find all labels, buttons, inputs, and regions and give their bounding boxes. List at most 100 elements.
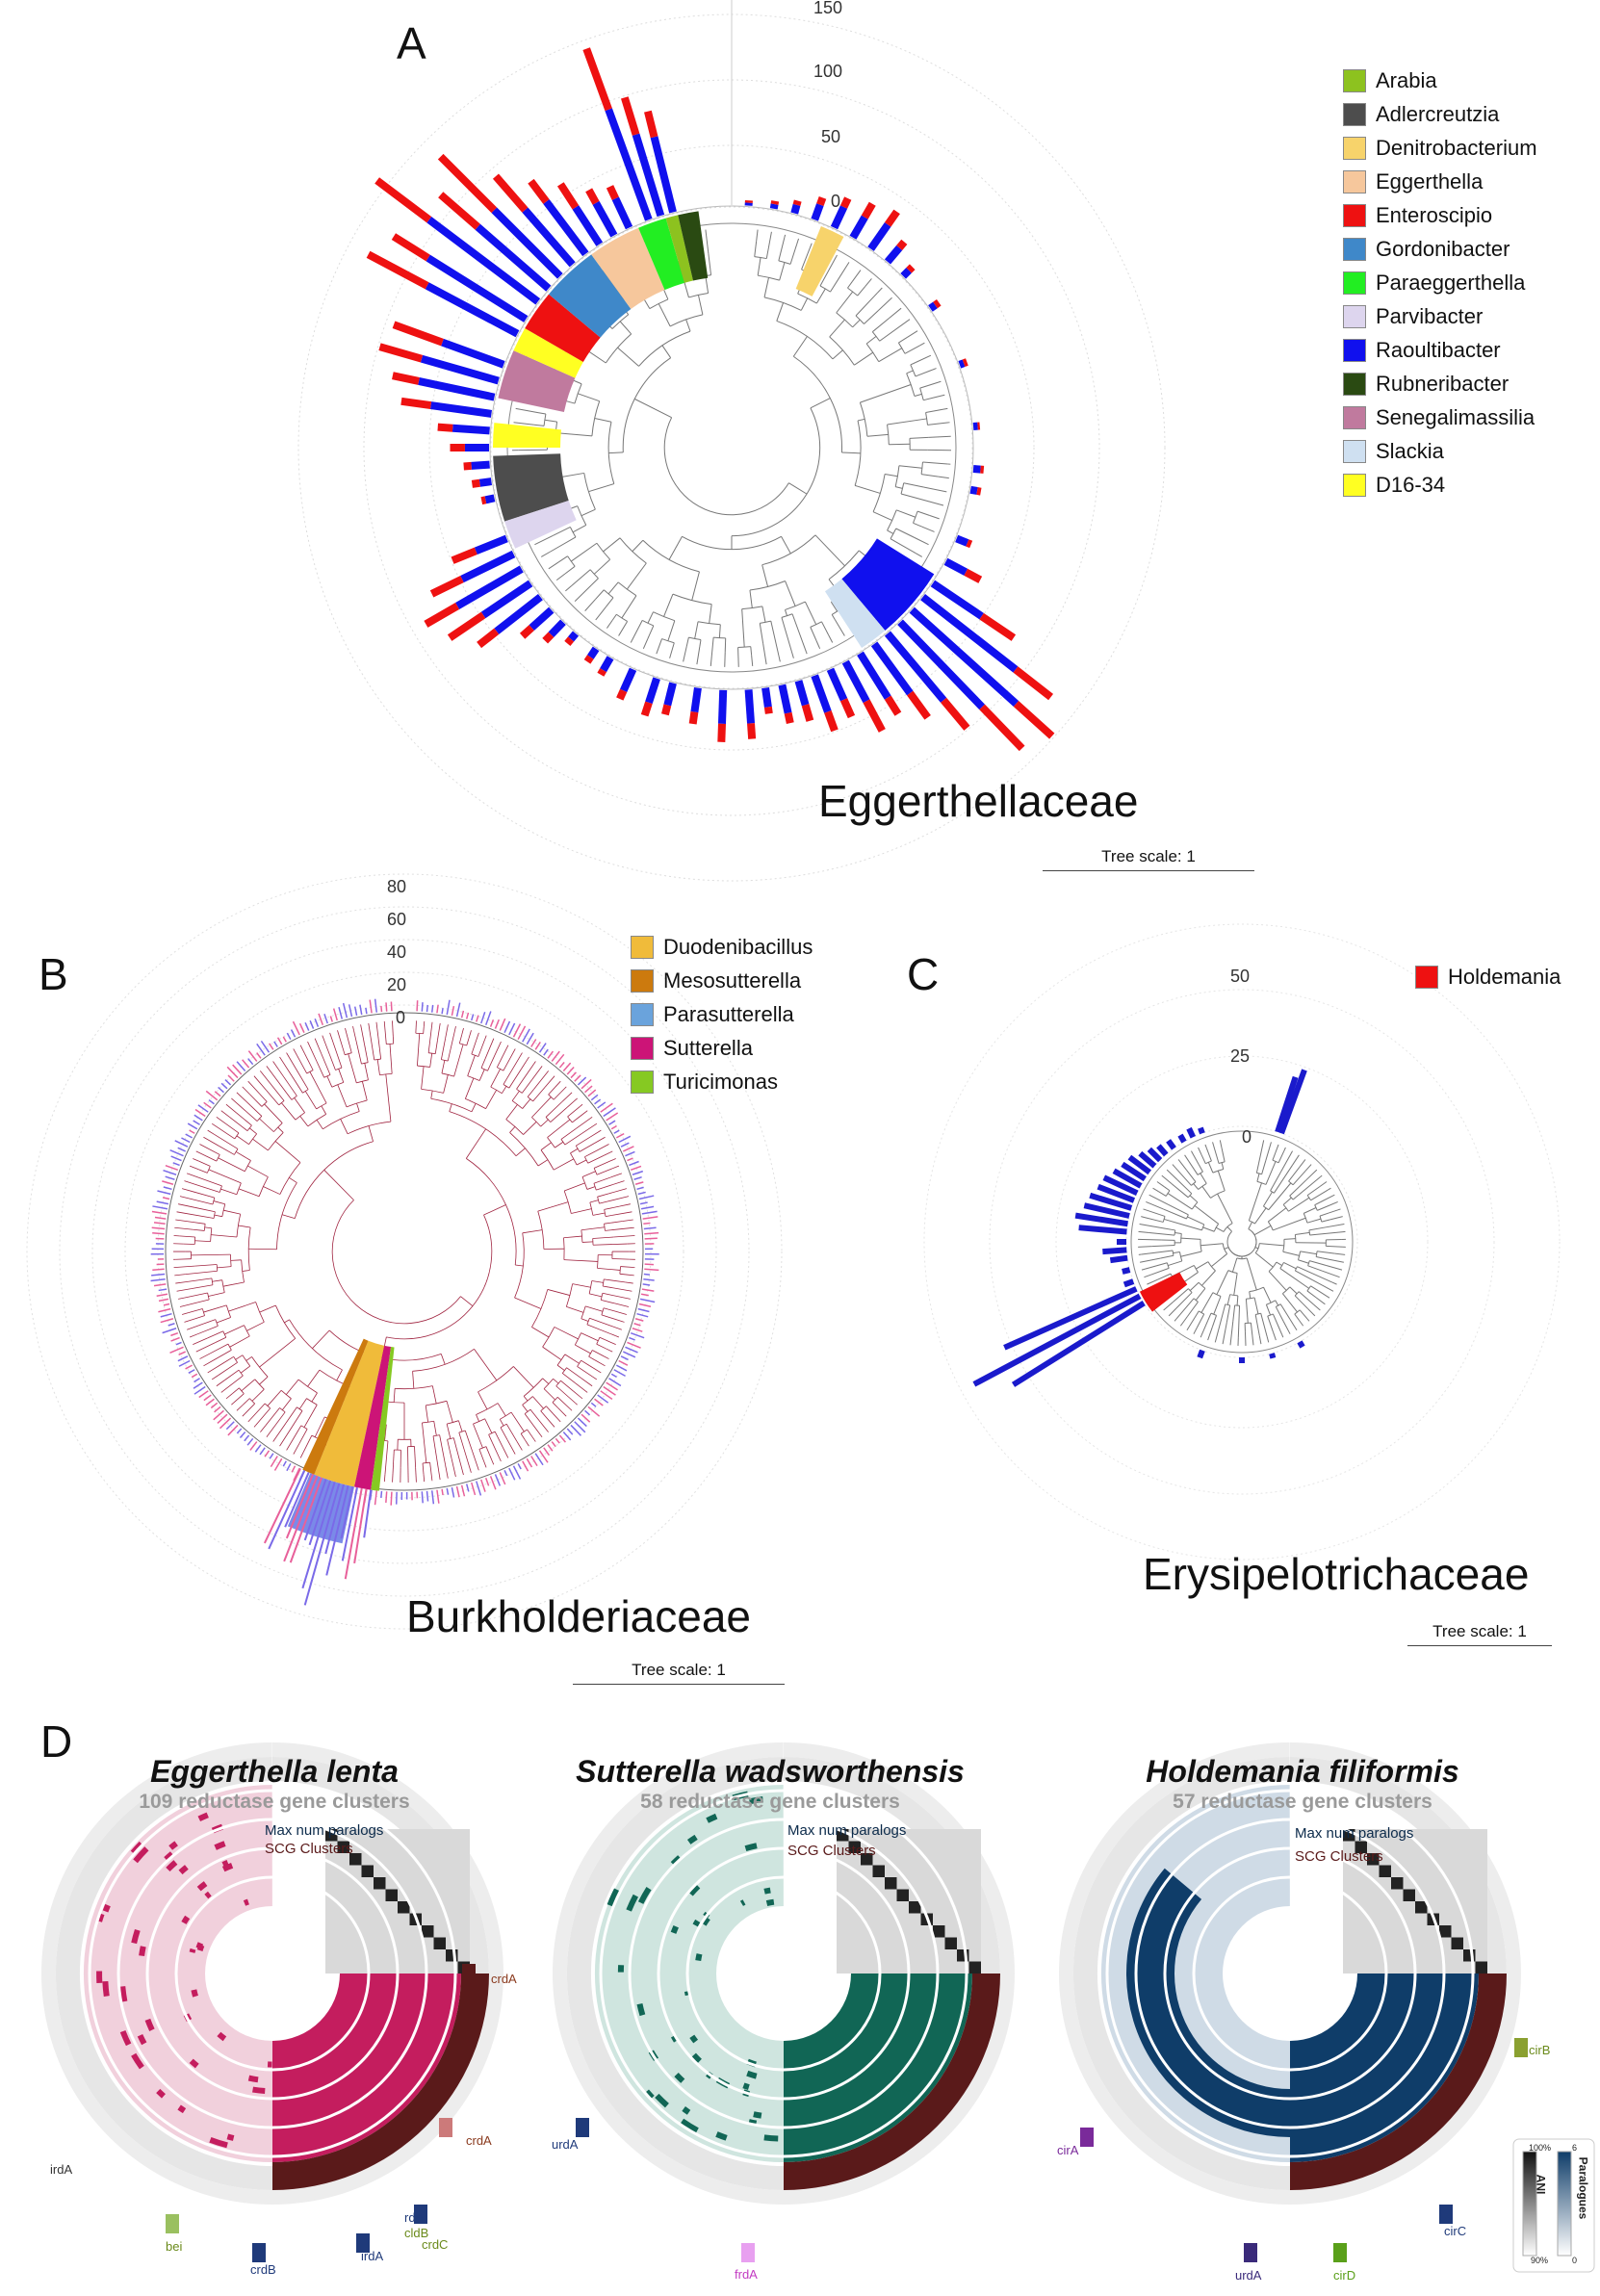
bar-reductase-count <box>1097 1183 1136 1203</box>
tree-branch <box>889 307 902 320</box>
tree-branch <box>1246 1257 1257 1291</box>
legend-item: Sutterella <box>631 1031 813 1065</box>
bar-gene-count <box>600 1390 613 1401</box>
bar-other-count <box>585 188 600 205</box>
tree-branch <box>887 424 890 445</box>
bar-gene-count <box>538 1043 547 1053</box>
bar-raoultibacter-count <box>897 619 986 710</box>
ani-heatmap-cell <box>1379 1865 1391 1877</box>
tree-branch <box>238 1369 244 1377</box>
tree-branch <box>1244 1331 1247 1346</box>
tree-branch <box>1232 1304 1236 1322</box>
bar-raoultibacter-count <box>587 646 600 659</box>
bar-gene-count <box>292 1020 300 1036</box>
tree-branch <box>316 1120 323 1130</box>
tree-branch <box>630 640 632 643</box>
tree-branch <box>484 1035 487 1040</box>
tree-branch <box>613 1235 635 1238</box>
bar-gene-count <box>618 1135 632 1144</box>
tree-branch <box>500 1423 507 1429</box>
tree-branch <box>913 510 918 524</box>
tree-branch <box>432 1435 437 1458</box>
gene-presence-cell <box>680 2118 699 2133</box>
tree-branch <box>570 1148 579 1154</box>
legend-swatch <box>1343 338 1366 362</box>
legend-item: Enteroscipio <box>1343 198 1537 232</box>
tree-branch <box>555 1080 561 1088</box>
tree-branch <box>1306 1285 1311 1292</box>
tree-branch <box>532 1086 546 1102</box>
tree-branch <box>307 1369 321 1387</box>
bar-gene-count <box>480 1479 486 1492</box>
tree-branch <box>463 1449 472 1473</box>
tree-branch <box>547 1137 555 1148</box>
tree-branch <box>615 1335 620 1338</box>
bar-gene-count <box>269 1453 274 1459</box>
tree-branch <box>266 1089 280 1106</box>
bar-raoultibacter-count <box>811 203 824 221</box>
tree-branch <box>375 1021 379 1037</box>
tree-branch <box>829 336 855 366</box>
tree-branch <box>1175 1298 1195 1320</box>
bar-gene-count <box>189 1129 195 1134</box>
bar-gene-count <box>152 1205 168 1210</box>
tree-branch <box>298 1429 308 1444</box>
tree-branch <box>1320 1194 1335 1203</box>
legend-label: Raoultibacter <box>1376 338 1501 362</box>
bar-gene-count <box>634 1181 644 1185</box>
tree-branch <box>259 1304 276 1313</box>
tree-branch <box>368 1125 374 1142</box>
bar-gene-count <box>270 1456 278 1467</box>
gene-presence-cell <box>139 1946 146 1957</box>
bar-gene-count <box>641 1210 658 1215</box>
bar-gene-count <box>503 1469 508 1477</box>
bar-gene-count <box>308 1480 332 1546</box>
tree-branch <box>1322 1257 1344 1263</box>
bar-gene-count <box>512 1465 522 1480</box>
tree-branch <box>580 1377 593 1387</box>
tree-branch <box>336 1369 343 1381</box>
gene-cluster-layers-light <box>594 1785 784 2162</box>
bar-gene-count <box>530 1039 537 1047</box>
tree-ring <box>1130 1130 1354 1354</box>
bar-gene-count <box>455 1002 461 1018</box>
tree-branch <box>837 262 850 281</box>
bar-gene-count <box>374 998 378 1013</box>
tree-branch <box>661 345 672 358</box>
legend-label: Paraeggerthella <box>1376 271 1526 295</box>
tree-branch <box>255 1302 265 1323</box>
heat-legend-top-right: 6 <box>1572 2143 1578 2153</box>
bar-gene-count <box>153 1222 166 1225</box>
tree-branch <box>597 1193 609 1198</box>
tree-branch <box>515 1148 526 1157</box>
tree-branch <box>585 1305 604 1312</box>
bar-other-count <box>906 264 916 273</box>
bar-gene-count <box>590 1402 597 1407</box>
tree-branch <box>191 1284 214 1290</box>
tree-branch <box>586 1318 590 1325</box>
bar-raoultibacter-count <box>529 606 555 632</box>
bar-other-count <box>933 298 942 309</box>
tree-branch <box>1299 1320 1304 1327</box>
tree-branch <box>248 1398 255 1405</box>
tree-branch <box>922 461 948 465</box>
tree-branch <box>225 1304 231 1318</box>
tree-branch <box>570 1152 578 1166</box>
bar-raoultibacter-count <box>769 203 779 210</box>
tree-branch <box>821 621 830 635</box>
bar-gene-count <box>187 1122 198 1130</box>
bar-raoultibacter-count <box>572 205 604 246</box>
tree-branch <box>337 1084 348 1108</box>
bar-gene-count <box>259 1447 266 1456</box>
gene-marker <box>576 2118 589 2137</box>
tree-branch <box>533 424 545 426</box>
gene-label: crdB <box>250 2262 276 2277</box>
tree-branch <box>872 318 890 333</box>
tree-branch <box>1151 1245 1175 1248</box>
tree-branch <box>586 1186 596 1190</box>
tree-branch <box>913 522 923 528</box>
tree-branch <box>1180 1251 1202 1257</box>
bar-gene-count <box>374 1490 378 1506</box>
bar-gene-count <box>638 1195 655 1200</box>
tree-branch <box>540 1434 543 1437</box>
